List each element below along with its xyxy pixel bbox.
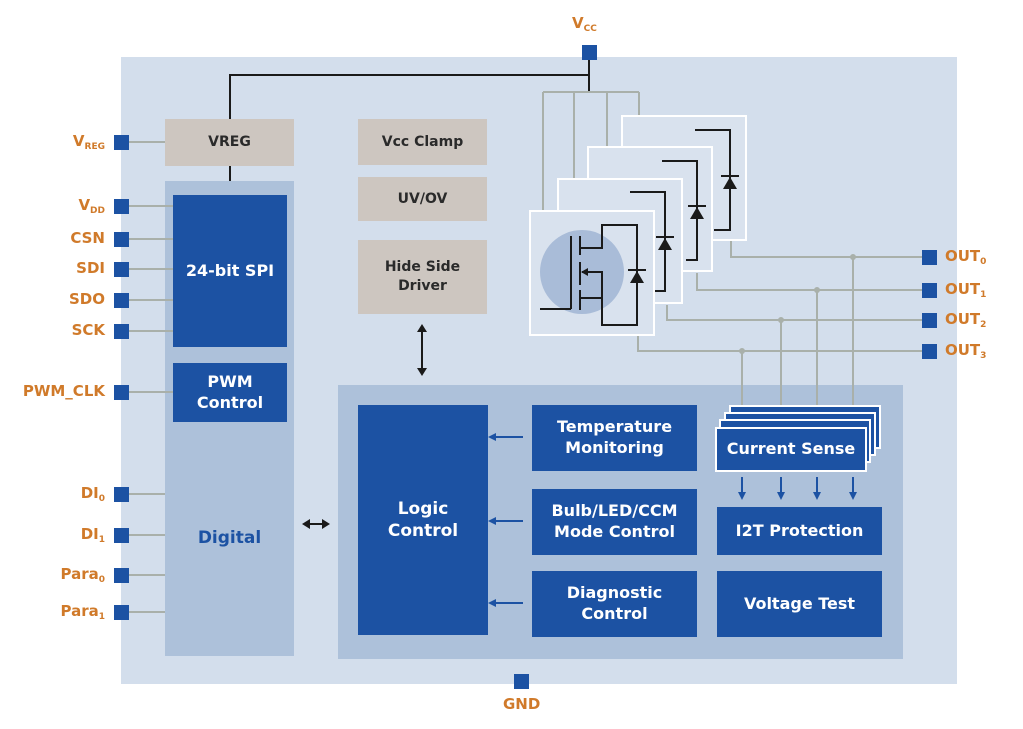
- diag-label-1: Diagnostic: [566, 583, 663, 603]
- pin-sdo[interactable]: [114, 293, 129, 308]
- diag-label-2: Control: [581, 604, 648, 623]
- temperature-monitoring-block: Temperature Monitoring: [532, 405, 697, 471]
- logic-label-2: Control: [387, 521, 459, 541]
- pin-label-vcc: VCC: [572, 14, 597, 34]
- pin-para0[interactable]: [114, 568, 129, 583]
- spi-label: 24-bit SPI: [185, 260, 275, 280]
- pin-label-sck: SCK: [71, 321, 105, 339]
- pwm-label-2: Control: [196, 392, 264, 412]
- pin-csn[interactable]: [114, 232, 129, 247]
- mode-control-block: Bulb/LED/CCM Mode Control: [532, 489, 697, 555]
- vreg-block: VREG: [165, 119, 294, 166]
- pin-label-vdd: VDD: [78, 196, 105, 216]
- pin-vdd[interactable]: [114, 199, 129, 214]
- uv-ov-block: UV/OV: [358, 177, 487, 221]
- pin-para1[interactable]: [114, 605, 129, 620]
- pin-sck[interactable]: [114, 324, 129, 339]
- i2t-protection-block: I2T Protection: [717, 507, 882, 555]
- pwm-label-1: PWM: [207, 371, 253, 391]
- pin-label-para0: Para0: [60, 565, 106, 585]
- digital-label: Digital: [197, 528, 262, 548]
- pin-label-out2: OUT2: [945, 310, 987, 330]
- i2t-label: I2T Protection: [735, 520, 864, 540]
- mode-label-2: Mode Control: [554, 522, 675, 541]
- pin-gnd[interactable]: [514, 674, 529, 689]
- pin-label-sdo: SDO: [68, 290, 105, 308]
- pin-di0[interactable]: [114, 487, 129, 502]
- pin-out1[interactable]: [922, 283, 937, 298]
- diagnostic-control-block: Diagnostic Control: [532, 571, 697, 637]
- vcc-clamp-label: Vcc Clamp: [381, 133, 464, 150]
- vreg-label: VREG: [208, 134, 251, 151]
- pin-sdi[interactable]: [114, 262, 129, 277]
- logic-label-1: Logic: [397, 498, 449, 519]
- pin-label-gnd: GND: [503, 695, 541, 713]
- pin-out3[interactable]: [922, 344, 937, 359]
- temp-label-1: Temperature: [556, 417, 673, 437]
- high-side-driver-label-1: Hide Side: [384, 259, 461, 276]
- voltage-test-block: Voltage Test: [717, 571, 882, 637]
- pin-vreg[interactable]: [114, 135, 129, 150]
- pin-label-para1: Para1: [60, 602, 106, 622]
- uv-ov-label: UV/OV: [397, 190, 448, 207]
- pin-label-out0: OUT0: [945, 247, 987, 267]
- temp-label-2: Monitoring: [565, 438, 664, 457]
- pin-label-vreg: VREG: [72, 132, 105, 152]
- pin-label-out3: OUT3: [945, 341, 987, 361]
- pin-label-out1: OUT1: [945, 280, 987, 300]
- high-side-driver-label-2: Driver: [398, 278, 447, 294]
- pwm-control-block: PWM Control: [173, 363, 287, 422]
- pin-label-di1: DI1: [80, 525, 105, 545]
- pin-out2[interactable]: [922, 313, 937, 328]
- pin-pwm-clk[interactable]: [114, 385, 129, 400]
- vcc-clamp-block: Vcc Clamp: [358, 119, 487, 165]
- pin-vcc[interactable]: [582, 45, 597, 60]
- voltage-test-label: Voltage Test: [743, 593, 856, 613]
- pin-di1[interactable]: [114, 528, 129, 543]
- pin-label-sdi: SDI: [76, 259, 105, 277]
- logic-control-block: Logic Control: [358, 405, 488, 635]
- current-sense-label: Current Sense: [726, 439, 856, 459]
- current-sense-block: Current Sense: [715, 427, 867, 472]
- pin-out0[interactable]: [922, 250, 937, 265]
- pin-label-di0: DI0: [80, 484, 105, 504]
- mode-label-1: Bulb/LED/CCM: [551, 501, 678, 521]
- high-side-driver-block: Hide Side Driver: [358, 240, 487, 314]
- pin-label-pwm-clk: PWM_CLK: [22, 382, 105, 400]
- pin-label-csn: CSN: [70, 229, 105, 247]
- spi-block: 24-bit SPI: [173, 195, 287, 347]
